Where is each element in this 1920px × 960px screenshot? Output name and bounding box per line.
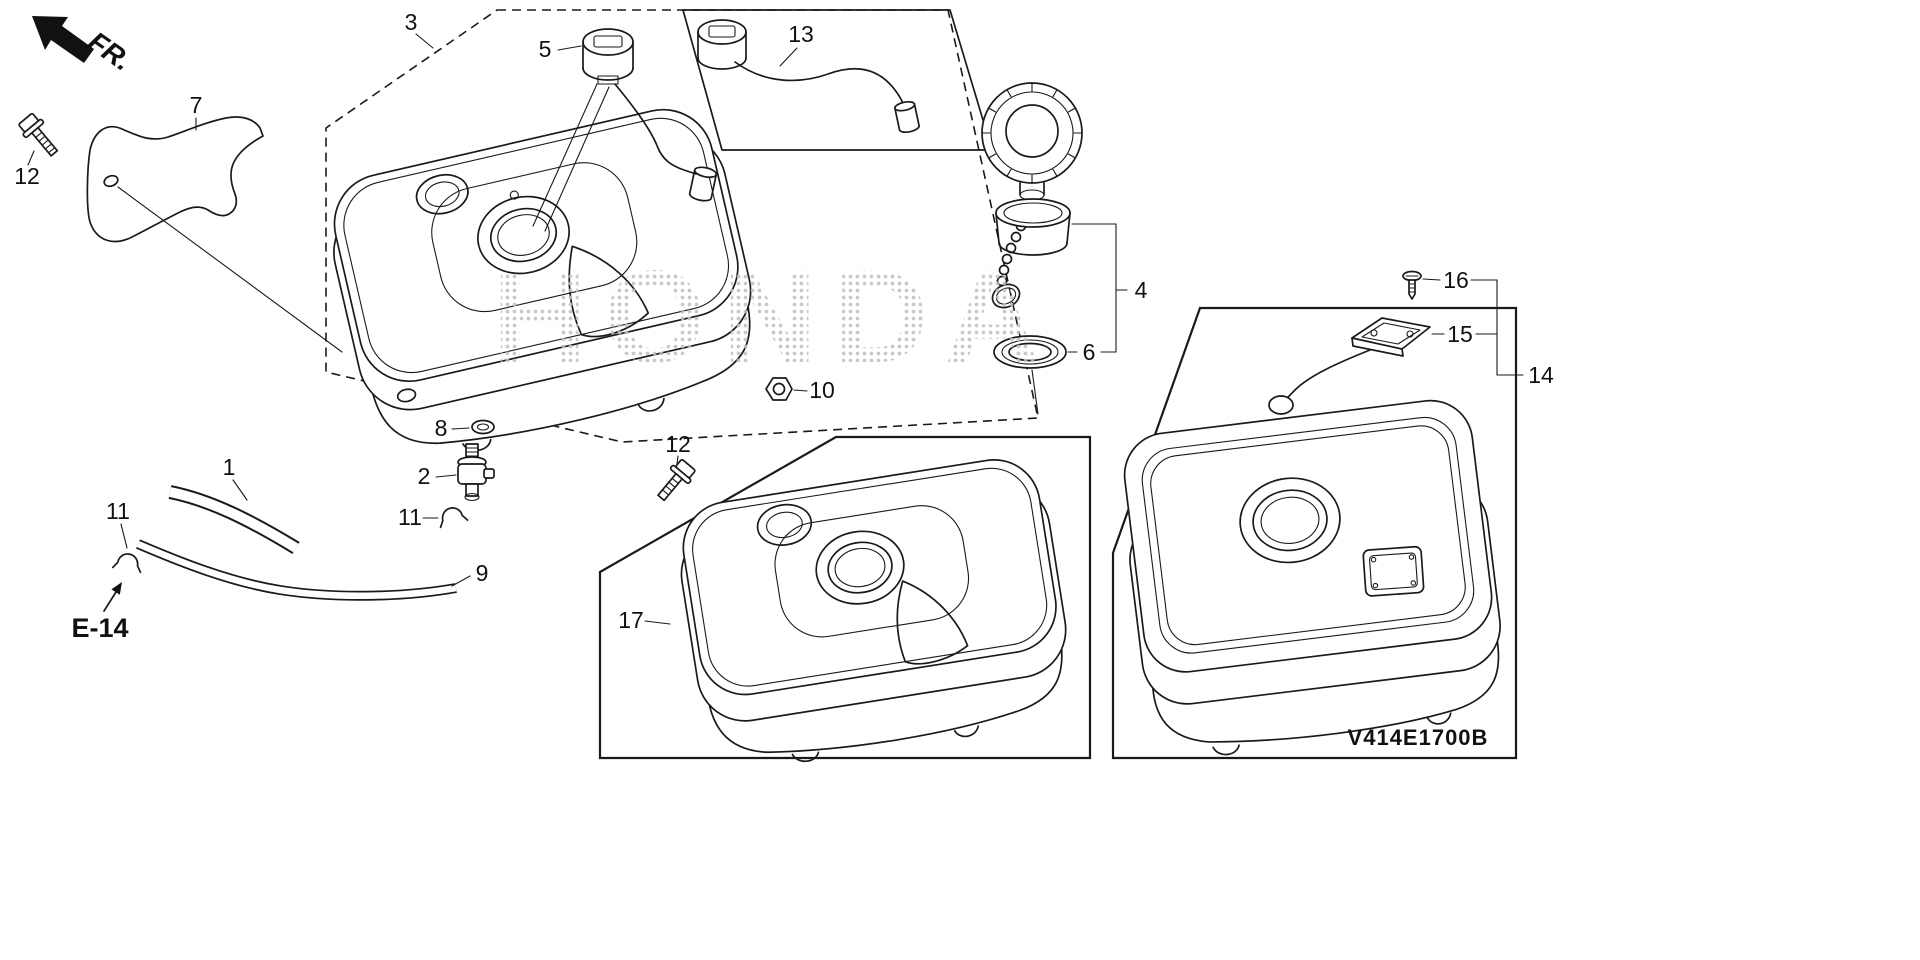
strainer-cup	[995, 198, 1071, 256]
tank-cover-outline	[1141, 416, 1475, 654]
svg-text:6: 6	[1083, 339, 1096, 365]
callout-14: 14	[1496, 279, 1554, 388]
hose-clip-11-right	[439, 507, 469, 529]
svg-text:5: 5	[539, 36, 552, 62]
filler-neck	[756, 503, 813, 546]
gasket-6	[993, 335, 1067, 369]
gauge-face	[582, 28, 634, 56]
gauge-float-15	[1268, 395, 1294, 415]
honda-watermark: HONDA	[492, 243, 1056, 390]
svg-text:16: 16	[1443, 267, 1469, 293]
callout-13: 13	[779, 21, 814, 67]
subbox-17-outline	[598, 435, 1092, 760]
tank-rib-lines	[568, 245, 650, 338]
diagram-code: V414E1700B	[1348, 725, 1489, 750]
e14-label: E-14	[71, 613, 128, 643]
subbox-14-outline	[1111, 306, 1518, 760]
fr-direction: FR.	[32, 16, 137, 77]
fuel-tank-17	[680, 459, 1067, 763]
svg-text:14: 14	[1528, 362, 1554, 388]
gauge-sender-tube	[614, 83, 697, 175]
svg-text:9: 9	[476, 560, 489, 586]
screw-16	[1402, 270, 1422, 300]
fr-label: FR.	[83, 26, 138, 77]
fuel-cap	[981, 82, 1083, 184]
mounting-bracket-7	[86, 116, 343, 353]
callout-11-left: 11	[106, 498, 130, 549]
callout-4: 4	[1071, 223, 1148, 353]
svg-text:2: 2	[418, 463, 431, 489]
callout-7: 7	[190, 92, 203, 131]
svg-text:17: 17	[618, 607, 644, 633]
callout-2: 2	[418, 463, 457, 489]
callout-1: 1	[223, 454, 248, 501]
svg-text:11: 11	[398, 504, 422, 530]
svg-text:12: 12	[14, 163, 40, 189]
fuel-hose-9	[136, 539, 457, 601]
callout-16: 16	[1422, 267, 1498, 293]
callout-17: 17	[618, 607, 671, 633]
svg-text:15: 15	[1447, 321, 1473, 347]
callout-15: 15	[1431, 321, 1498, 347]
callout-12-right: 12	[665, 431, 691, 465]
svg-text:4: 4	[1135, 277, 1148, 303]
fuel-hose-1	[168, 485, 300, 554]
tank-top-plate	[1362, 545, 1425, 597]
fuel-cap-assembly-4	[981, 82, 1083, 415]
gauge-face	[697, 19, 747, 45]
callout-9: 9	[451, 560, 489, 587]
fuel-tank-14	[1123, 399, 1501, 756]
washer-8	[471, 419, 495, 435]
callout-12-left: 12	[14, 150, 40, 189]
svg-text:13: 13	[788, 21, 814, 47]
callout-5: 5	[539, 36, 582, 62]
gauge-recess	[477, 195, 570, 275]
recess-panel	[431, 162, 638, 313]
e14-arrowhead	[111, 582, 122, 595]
fuel-gauge-5	[532, 28, 718, 232]
gauge-float-cylinder	[688, 166, 718, 202]
hose-clip-11-left	[111, 553, 142, 574]
svg-text:7: 7	[190, 92, 203, 118]
svg-text:12: 12	[665, 431, 691, 457]
fr-arrow-icon	[32, 16, 94, 63]
fuel-tank-main	[333, 108, 752, 452]
bracket-hole	[103, 174, 119, 188]
svg-text:11: 11	[106, 498, 130, 524]
svg-text:1: 1	[223, 454, 236, 480]
fuel-gauge-13	[697, 19, 920, 134]
retaining-ring	[991, 283, 1021, 309]
flange-bolt-12-left	[18, 112, 59, 157]
callout-10: 10	[793, 377, 835, 403]
svg-text:10: 10	[809, 377, 835, 403]
gauge-sender-wire	[734, 61, 906, 111]
callout-6: 6	[1067, 339, 1117, 365]
svg-text:8: 8	[435, 415, 448, 441]
e14-reference: E-14	[71, 582, 129, 643]
svg-text:3: 3	[405, 9, 418, 35]
fuel-valve-2	[457, 443, 495, 502]
float-wire	[1283, 349, 1371, 405]
flange-bolt-12-right	[657, 458, 696, 502]
callout-11-right: 11	[398, 504, 439, 530]
gauge-float-cylinder	[894, 100, 920, 134]
nut-10	[765, 377, 793, 401]
tank-bracket-15	[1268, 317, 1431, 415]
callout-3: 3	[405, 9, 434, 49]
callout-8: 8	[435, 415, 470, 441]
